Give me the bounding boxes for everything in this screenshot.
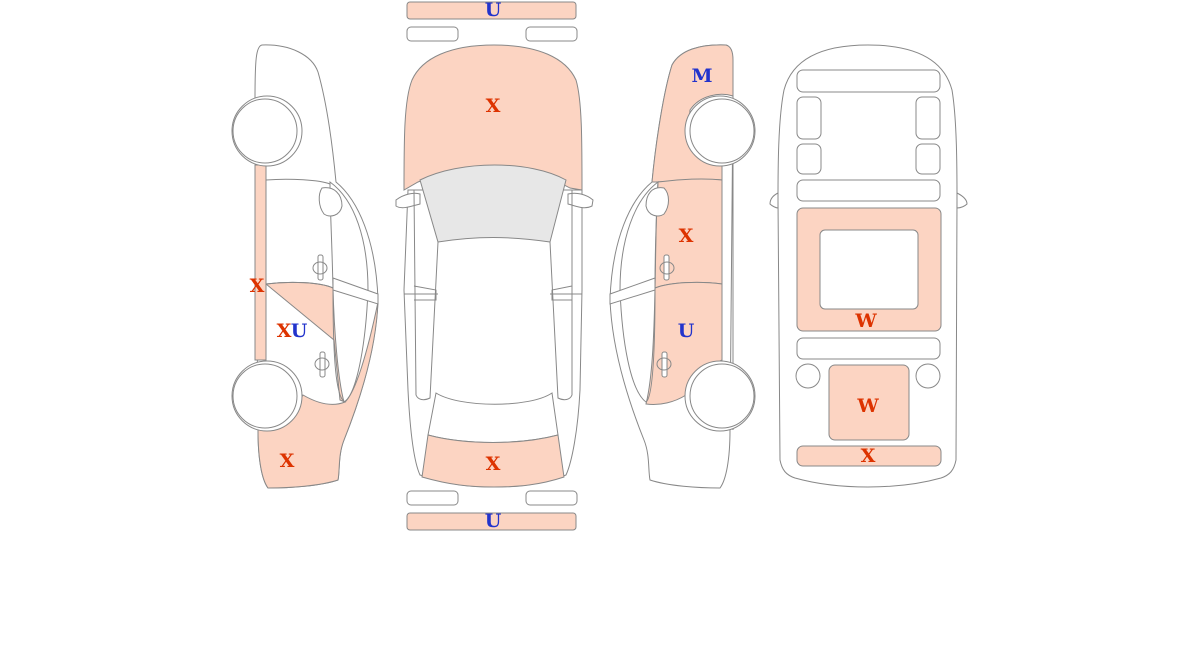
mid-left-mount bbox=[796, 143, 822, 175]
rear-bumper-panel bbox=[406, 512, 577, 531]
right-front-door-handle bbox=[659, 254, 675, 281]
right-side-view bbox=[609, 44, 756, 489]
damage-code: X bbox=[280, 450, 295, 472]
damage-code: U bbox=[485, 510, 502, 532]
trunk-lid-panel bbox=[421, 434, 565, 488]
left-front-door-handle bbox=[312, 254, 328, 281]
right-front-wheel bbox=[689, 98, 755, 164]
left-window-frame bbox=[329, 181, 369, 403]
front-light-right bbox=[525, 26, 578, 42]
floor-panel-opening bbox=[819, 229, 919, 310]
right-door-top bbox=[549, 190, 582, 401]
rear-right-mount bbox=[915, 363, 941, 389]
rear-cross-bar bbox=[796, 337, 941, 360]
left-front-wheel bbox=[232, 98, 298, 164]
rear-light-right bbox=[525, 490, 578, 506]
left-side-view bbox=[231, 44, 379, 489]
damage-code: W bbox=[856, 395, 879, 417]
damage-code: X bbox=[277, 320, 292, 342]
underbody-left-tab bbox=[769, 192, 779, 209]
right-mirror bbox=[645, 187, 669, 217]
damage-code: W bbox=[854, 310, 877, 332]
front-left-mount bbox=[796, 96, 822, 140]
front-right-mount bbox=[915, 96, 941, 140]
damage-code: M bbox=[691, 65, 712, 87]
damage-labels: X X U X U X X U M X U W W X bbox=[250, 0, 880, 532]
damage-code: X bbox=[679, 225, 694, 247]
damage-code: U bbox=[291, 320, 308, 342]
top-view bbox=[395, 1, 594, 531]
rear-left-mount bbox=[795, 363, 821, 389]
left-door-top bbox=[404, 189, 439, 401]
damage-code: U bbox=[485, 0, 502, 21]
center-cross-member bbox=[796, 179, 941, 202]
damage-code: U bbox=[678, 320, 695, 342]
right-rear-door-handle bbox=[656, 351, 672, 378]
right-window-frame bbox=[619, 180, 659, 403]
left-door-strip bbox=[254, 164, 267, 361]
left-mirror bbox=[318, 187, 343, 217]
rear-floor-panel-area bbox=[828, 364, 910, 441]
right-pillar bbox=[609, 277, 656, 305]
left-pillar bbox=[332, 277, 379, 305]
windshield bbox=[419, 164, 567, 243]
right-rear-wheel bbox=[689, 363, 755, 429]
damage-code: X bbox=[486, 95, 501, 117]
left-rear-wheel bbox=[232, 363, 298, 429]
underbody-right-tab bbox=[956, 192, 968, 209]
damage-code: X bbox=[250, 275, 265, 297]
front-bumper-panel bbox=[406, 1, 577, 20]
left-door-line bbox=[265, 178, 334, 289]
front-cross-member bbox=[796, 69, 941, 93]
left-rear-door-handle bbox=[314, 351, 330, 378]
front-light-left bbox=[406, 26, 459, 42]
rear-cross-member-panel bbox=[796, 445, 942, 467]
right-mirror-top bbox=[567, 192, 594, 209]
mid-right-mount bbox=[915, 143, 941, 175]
damage-code: X bbox=[861, 445, 876, 467]
damage-code: X bbox=[486, 453, 501, 475]
rear-light-left bbox=[406, 490, 459, 506]
underbody-view bbox=[769, 44, 968, 488]
